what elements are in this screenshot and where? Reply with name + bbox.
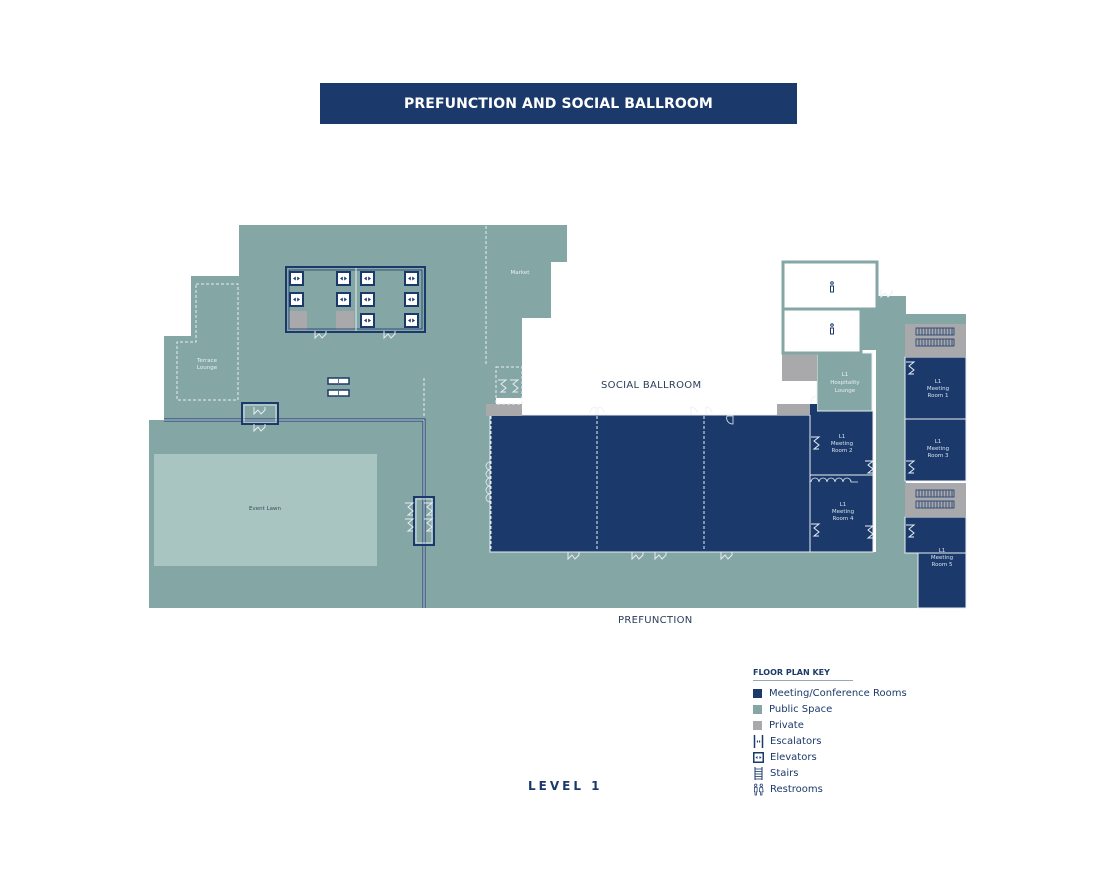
legend-item-escalators: Escalators bbox=[753, 733, 923, 749]
walls bbox=[164, 366, 523, 608]
meeting-rooms bbox=[489, 356, 967, 609]
event-lawn-label: Event Lawn bbox=[249, 506, 281, 512]
legend-item-elevators: Elevators bbox=[753, 749, 923, 765]
public-swatch bbox=[753, 704, 762, 714]
meeting-room-3 bbox=[904, 418, 967, 482]
floor-plan-key: FLOOR PLAN KEY Meeting/Conference Rooms … bbox=[753, 668, 923, 797]
svg-text:Room 4: Room 4 bbox=[833, 516, 854, 522]
legend-item-restrooms: Restrooms bbox=[753, 781, 923, 797]
elevator-icon bbox=[360, 292, 375, 307]
svg-text:Meeting: Meeting bbox=[832, 509, 854, 515]
meeting-room-2 bbox=[809, 410, 874, 476]
svg-text:Room 2: Room 2 bbox=[832, 448, 853, 454]
meeting-swatch bbox=[753, 688, 762, 698]
elevator-icon bbox=[404, 292, 419, 307]
svg-text:L1: L1 bbox=[935, 439, 942, 445]
svg-text:Lounge: Lounge bbox=[197, 365, 218, 371]
legend-item-private: Private bbox=[753, 717, 923, 733]
escalator-icon bbox=[327, 377, 350, 397]
svg-text:Meeting: Meeting bbox=[927, 446, 949, 452]
elevator-icon bbox=[289, 271, 304, 286]
event-lawn bbox=[154, 454, 377, 566]
svg-text:Room 3: Room 3 bbox=[928, 453, 949, 459]
level-label: LEVEL 1 bbox=[528, 779, 603, 793]
svg-text:L1: L1 bbox=[839, 434, 846, 440]
elevator-icon bbox=[336, 292, 351, 307]
svg-text:L1: L1 bbox=[939, 548, 946, 554]
svg-text:Meeting: Meeting bbox=[831, 441, 853, 447]
svg-text:Meeting: Meeting bbox=[931, 555, 953, 561]
restroom-icon bbox=[830, 281, 834, 335]
meeting-room-4 bbox=[809, 474, 874, 553]
elevator-icon bbox=[289, 292, 304, 307]
restroom-icon bbox=[753, 783, 764, 795]
elevator-icon bbox=[360, 313, 375, 328]
room-labels: L1 Hospitality Lounge L1 Meeting Room 1 … bbox=[830, 372, 953, 568]
elevator-icon bbox=[404, 271, 419, 286]
private-space bbox=[289, 311, 966, 517]
svg-text:Room 1: Room 1 bbox=[928, 393, 949, 399]
restrooms bbox=[781, 260, 879, 355]
svg-text:Hospitality: Hospitality bbox=[830, 380, 860, 386]
elevator-icon bbox=[360, 271, 375, 286]
legend-title: FLOOR PLAN KEY bbox=[753, 668, 853, 681]
private-swatch bbox=[753, 720, 762, 730]
svg-text:L1: L1 bbox=[840, 502, 847, 508]
prefunction-label: PREFUNCTION bbox=[618, 615, 693, 626]
meeting-room-5-upper bbox=[904, 516, 967, 554]
terrace-lounge-label: Terrace bbox=[196, 358, 218, 364]
elevator-icon bbox=[753, 751, 764, 763]
market-label: Market bbox=[511, 270, 531, 276]
public-space bbox=[149, 225, 966, 608]
svg-text:L1: L1 bbox=[935, 379, 942, 385]
page-title: PREFUNCTION AND SOCIAL BALLROOM bbox=[320, 83, 797, 124]
svg-text:Room 5: Room 5 bbox=[932, 562, 953, 568]
escalator-icon bbox=[753, 734, 764, 748]
svg-text:Lounge: Lounge bbox=[835, 388, 856, 394]
meeting-room-1 bbox=[904, 356, 967, 420]
elevator-icon bbox=[336, 271, 351, 286]
social-ballroom-area bbox=[489, 414, 811, 553]
legend-item-meeting: Meeting/Conference Rooms bbox=[753, 685, 923, 701]
legend-item-public: Public Space bbox=[753, 701, 923, 717]
svg-text:L1: L1 bbox=[842, 372, 849, 378]
stairs-icon bbox=[753, 766, 764, 780]
social-ballroom-label: SOCIAL BALLROOM bbox=[601, 380, 702, 391]
legend-item-stairs: Stairs bbox=[753, 765, 923, 781]
svg-text:Meeting: Meeting bbox=[927, 386, 949, 392]
elevator-bank bbox=[285, 266, 426, 333]
elevator-icon bbox=[404, 313, 419, 328]
